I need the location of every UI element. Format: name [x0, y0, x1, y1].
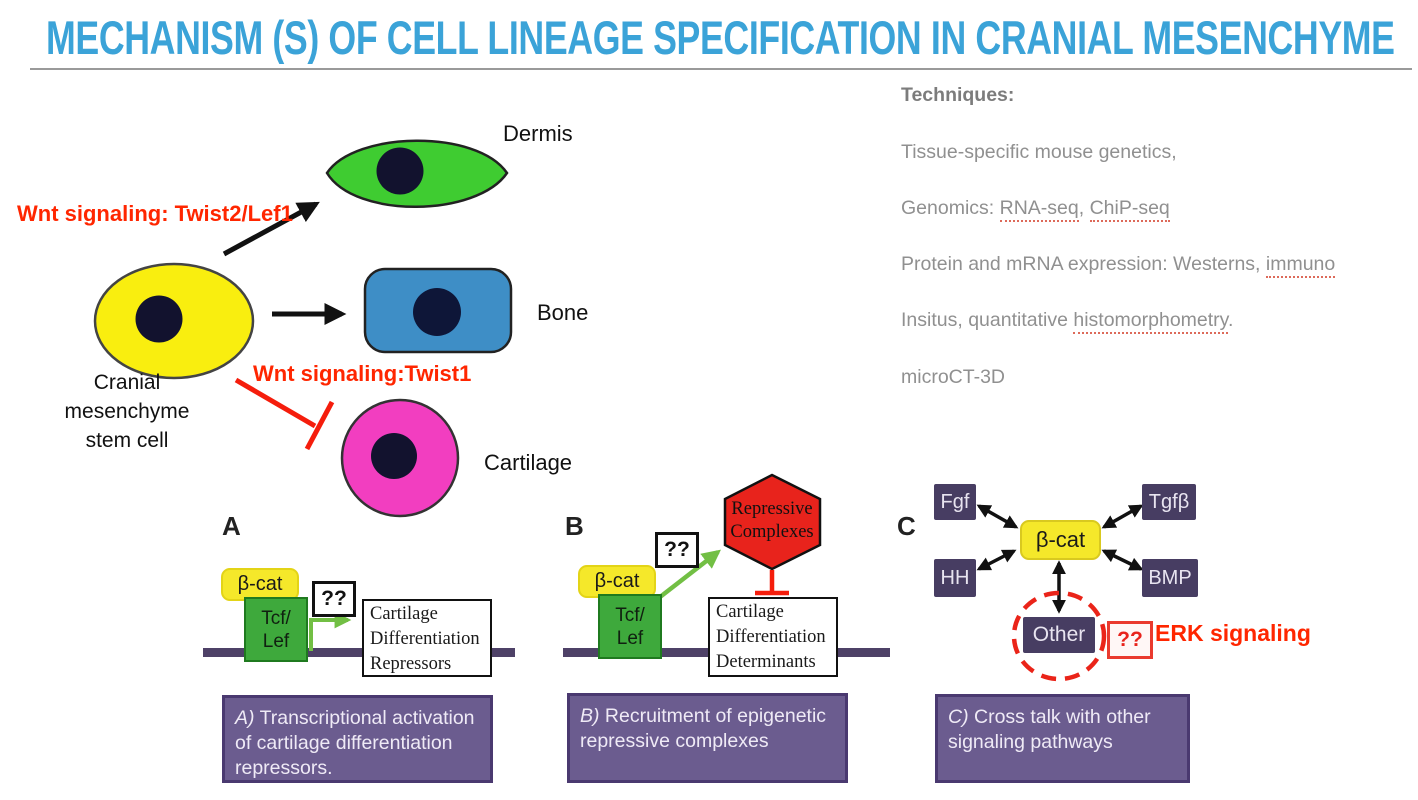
inhibition-stem-to-cartilage-bar	[304, 400, 335, 451]
arrow-hh-betacat	[976, 549, 1017, 571]
techniques-line-4-period: .	[1227, 309, 1234, 331]
arrow-fgf-betacat	[976, 504, 1019, 529]
panel-c-tgfb-box: Tgfβ	[1142, 484, 1196, 520]
panel-b-tcf-line: Tcf/	[615, 604, 645, 626]
panel-a-caption-prefix: A)	[235, 707, 255, 729]
repressive-complexes-line-2: Complexes	[730, 522, 814, 542]
panel-a-letter: A	[222, 511, 241, 541]
panel-b-letter: B	[565, 511, 584, 541]
stem-cell-label: Cranial mesenchyme stem cell	[52, 368, 202, 455]
techniques-line-3-text: Protein and mRNA expression: Westerns,	[901, 253, 1266, 275]
stem-cell-label-line-2: mesenchyme	[64, 400, 190, 423]
panel-a-caption: A) Transcriptional activation of cartila…	[222, 695, 493, 783]
dermis-label: Dermis	[503, 121, 573, 146]
stem-cell-label-line-1: Cranial	[93, 371, 161, 394]
panel-c-other-box: Other	[1023, 617, 1095, 653]
stem-cell-nucleus	[135, 295, 183, 343]
arrow-stem-to-dermis	[222, 201, 320, 257]
panel-c-caption-text: Cross talk with other signaling pathways	[948, 706, 1151, 753]
panel-a-target-line-2: Differentiation	[370, 629, 480, 649]
repressive-complexes-line-1: Repressive	[731, 499, 813, 519]
spellcheck-underline-chip-seq: ChiP-seq	[1089, 197, 1170, 222]
panel-c-caption: C) Cross talk with other signaling pathw…	[935, 694, 1190, 783]
wnt-dermis-label: Wnt signaling: Twist2/Lef1	[17, 201, 293, 226]
spellcheck-underline-rna-seq: RNA-seq	[999, 197, 1079, 222]
panel-c-hh-box: HH	[934, 559, 976, 597]
title-divider	[30, 68, 1412, 70]
spellcheck-underline-immuno: immuno	[1265, 253, 1336, 278]
panel-c-caption-prefix: C)	[948, 706, 969, 728]
panel-a-tcf-line: Tcf/	[261, 607, 291, 629]
dermis-cell-nucleus	[376, 147, 424, 195]
arrow-tgfb-betacat	[1101, 504, 1144, 529]
techniques-line-2: Genomics: RNA-seq, ChiP-seq	[901, 197, 1170, 222]
panel-a-tcf-lef-box: Tcf/ Lef	[244, 597, 308, 662]
panel-b-lef-line: Lef	[616, 627, 644, 649]
bone-label: Bone	[537, 300, 589, 325]
erk-signaling-label: ERK signaling	[1155, 620, 1311, 646]
panel-a-dna-line	[203, 648, 515, 657]
techniques-line-3: Protein and mRNA expression: Westerns, i…	[901, 253, 1336, 278]
panel-c-question-box: ??	[1107, 621, 1153, 659]
panel-a-target-line-3: Repressors	[370, 654, 452, 674]
repressive-complexes-label: Repressive Complexes	[721, 498, 823, 544]
panel-a-activation-arrow	[309, 611, 352, 651]
techniques-line-5: microCT-3D	[901, 366, 1006, 388]
techniques-line-4-text: Insitus, quantitative	[901, 309, 1074, 331]
panel-b-target-line-3: Determinants	[716, 652, 816, 672]
panel-b-caption: B) Recruitment of epigenetic repressive …	[567, 693, 848, 783]
techniques-line-2-text: Genomics:	[901, 197, 1000, 219]
panel-a-lef-line: Lef	[262, 630, 290, 652]
panel-a-question-box: ??	[312, 581, 356, 617]
cartilage-label: Cartilage	[484, 450, 573, 475]
panel-a-caption-text: Transcriptional activation of cartilage …	[235, 707, 475, 779]
panel-b-target-box: Cartilage Differentiation Determinants	[708, 597, 838, 677]
inhibition-stem-to-cartilage-line	[234, 377, 317, 429]
panel-c-letter: C	[897, 511, 916, 541]
panel-b-target-line-1: Cartilage	[716, 602, 784, 622]
spellcheck-underline-histomorphometry: histomorphometry	[1073, 309, 1228, 334]
panel-b-beta-cat-pill: β-cat	[578, 565, 656, 598]
panel-b-target-line-2: Differentiation	[716, 627, 826, 647]
other-dashed-circle	[1011, 590, 1107, 682]
panel-c-beta-cat-pill: β-cat	[1020, 520, 1101, 560]
stem-cell-label-line-3: stem cell	[85, 429, 169, 452]
panel-b-tcf-lef-box: Tcf/ Lef	[598, 594, 662, 659]
slide-title: MECHANISM (S) OF CELL LINEAGE SPECIFICAT…	[46, 11, 1395, 64]
bone-cell-nucleus	[413, 288, 461, 336]
techniques-line-2-sep: ,	[1078, 197, 1090, 219]
panel-c-bmp-box: BMP	[1142, 559, 1198, 597]
arrow-bmp-betacat	[1101, 549, 1144, 571]
techniques-line-4: Insitus, quantitative histomorphometry.	[901, 309, 1234, 334]
wnt-cartilage-label: Wnt signaling:Twist1	[253, 361, 472, 386]
panel-a-beta-cat-pill: β-cat	[221, 568, 299, 601]
repressive-complexes-hexagon	[723, 473, 822, 571]
panel-b-caption-text: Recruitment of epigenetic repressive com…	[580, 705, 827, 752]
panel-b-caption-prefix: B)	[580, 705, 600, 727]
techniques-line-1: Tissue-specific mouse genetics,	[901, 141, 1177, 163]
panel-a-target-box: Cartilage Differentiation Repressors	[362, 599, 492, 677]
techniques-heading: Techniques:	[901, 84, 1015, 106]
panel-a-target-line-1: Cartilage	[370, 604, 438, 624]
cartilage-cell-nucleus	[371, 433, 417, 479]
panel-b-question-box: ??	[655, 532, 699, 568]
panel-b-activation-arrow	[658, 549, 721, 599]
panel-c-fgf-box: Fgf	[934, 484, 976, 520]
